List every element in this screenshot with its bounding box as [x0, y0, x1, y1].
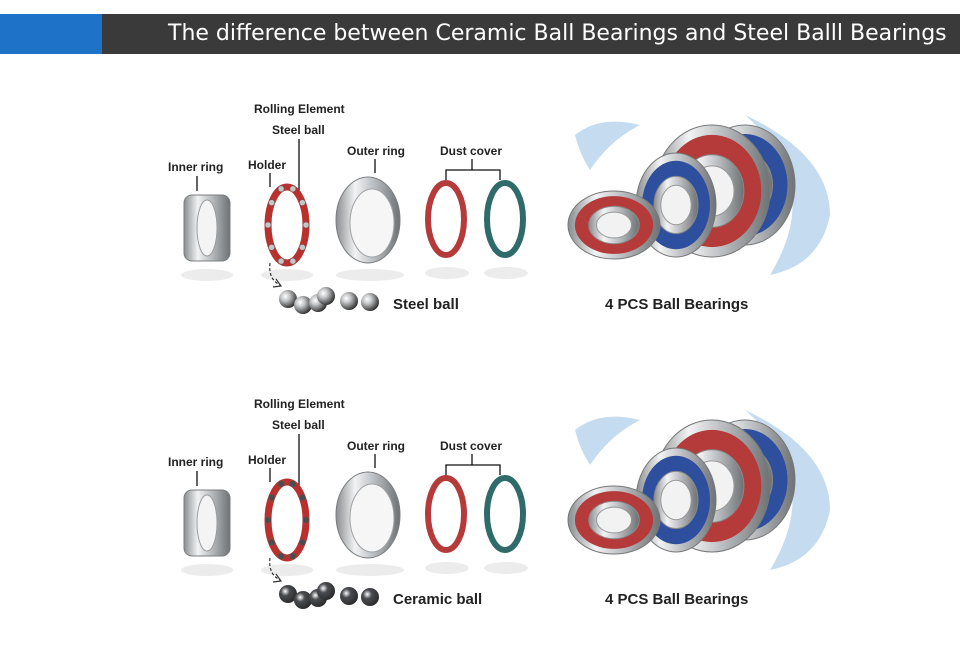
inner-ring-label: Inner ring	[168, 455, 224, 469]
water-splash	[745, 410, 830, 570]
steel-ball-label: Steel ball	[272, 418, 325, 432]
bearing-bore	[660, 184, 692, 226]
page-title: The difference between Ceramic Ball Bear…	[168, 21, 947, 46]
rolling-element-label: Rolling Element	[254, 102, 345, 116]
loose-ball	[279, 585, 297, 603]
loose-ball	[340, 587, 358, 605]
outer-ring-bore	[349, 188, 395, 258]
cage-ball	[277, 552, 285, 560]
cage-ball	[299, 494, 306, 501]
arrow-curve	[269, 557, 281, 581]
cage-ball	[268, 494, 275, 501]
cage-ball	[289, 185, 297, 193]
bearings-caption: 4 PCS Ball Bearings	[605, 591, 749, 608]
loose-ball	[361, 588, 379, 606]
dust-cover-teal	[484, 180, 526, 258]
holder-cage	[264, 478, 310, 562]
loose-ball	[279, 290, 297, 308]
part-shadow	[181, 269, 233, 281]
part-shadow	[425, 267, 469, 279]
loose-ball	[361, 293, 379, 311]
outer-ring-label: Outer ring	[347, 439, 406, 453]
cage-ball	[277, 257, 285, 265]
bearing-bore	[596, 506, 632, 534]
cage-ball	[277, 185, 285, 193]
holder-cage	[264, 183, 310, 267]
title-banner: The difference between Ceramic Ball Bear…	[0, 14, 960, 54]
cage-ball	[264, 516, 272, 524]
cage-ball	[268, 244, 275, 251]
steel-ball-label: Steel ball	[272, 123, 325, 137]
ball-caption: Ceramic ball	[393, 591, 483, 608]
part-shadow	[425, 562, 469, 574]
dust-cover-bracket	[445, 464, 501, 475]
cage-ball	[302, 516, 310, 524]
bearings-caption: 4 PCS Ball Bearings	[605, 296, 749, 313]
dust-cover-red	[425, 475, 467, 553]
inner-ring-bore	[196, 199, 218, 257]
cage-ball	[277, 480, 285, 488]
arrow-head	[272, 573, 283, 583]
cage-ball	[299, 244, 306, 251]
loose-ball	[340, 292, 358, 310]
bearing-bore	[660, 479, 692, 521]
outer-ring-label: Outer ring	[347, 144, 406, 158]
loose-ball	[294, 296, 312, 314]
bearing-bore	[596, 211, 632, 239]
steel-panel: Rolling Element Steel ball Holder Inner …	[0, 95, 960, 355]
cage-ball	[302, 221, 310, 229]
part-shadow	[261, 269, 313, 281]
banner-accent	[0, 14, 102, 54]
inner-ring-bore	[196, 494, 218, 552]
part-shadow	[484, 267, 528, 279]
water-splash	[745, 115, 830, 275]
part-shadow	[336, 564, 404, 576]
dust-cover-bracket	[445, 169, 501, 180]
part-shadow	[261, 564, 313, 576]
cage-ball	[264, 221, 272, 229]
arrow-head	[272, 278, 283, 288]
part-shadow	[181, 564, 233, 576]
outer-ring-bore	[349, 483, 395, 553]
water-splash	[575, 121, 640, 170]
water-splash	[575, 416, 640, 465]
inner-ring-label: Inner ring	[168, 160, 224, 174]
holder-label: Holder	[248, 453, 287, 467]
cage-ball	[299, 199, 306, 206]
part-shadow	[484, 562, 528, 574]
dust-cover-red	[425, 180, 467, 258]
loose-ball	[317, 582, 335, 600]
rolling-element-label: Rolling Element	[254, 397, 345, 411]
cage-ball	[289, 480, 297, 488]
dust-cover-teal	[484, 475, 526, 553]
part-shadow	[336, 269, 404, 281]
steel-bearing-diagram	[181, 115, 830, 314]
arrow-curve	[269, 262, 281, 286]
ceramic-panel: Rolling Element Steel ball Holder Inner …	[0, 390, 960, 650]
ceramic-bearing-diagram	[181, 410, 830, 609]
cage-ball	[268, 199, 275, 206]
loose-ball	[317, 287, 335, 305]
dust-cover-label: Dust cover	[440, 439, 503, 453]
loose-ball	[294, 591, 312, 609]
cage-ball	[289, 257, 297, 265]
cage-ball	[289, 552, 297, 560]
holder-label: Holder	[248, 158, 287, 172]
dust-cover-label: Dust cover	[440, 144, 503, 158]
ball-caption: Steel ball	[393, 296, 459, 313]
cage-ball	[268, 539, 275, 546]
cage-ball	[299, 539, 306, 546]
